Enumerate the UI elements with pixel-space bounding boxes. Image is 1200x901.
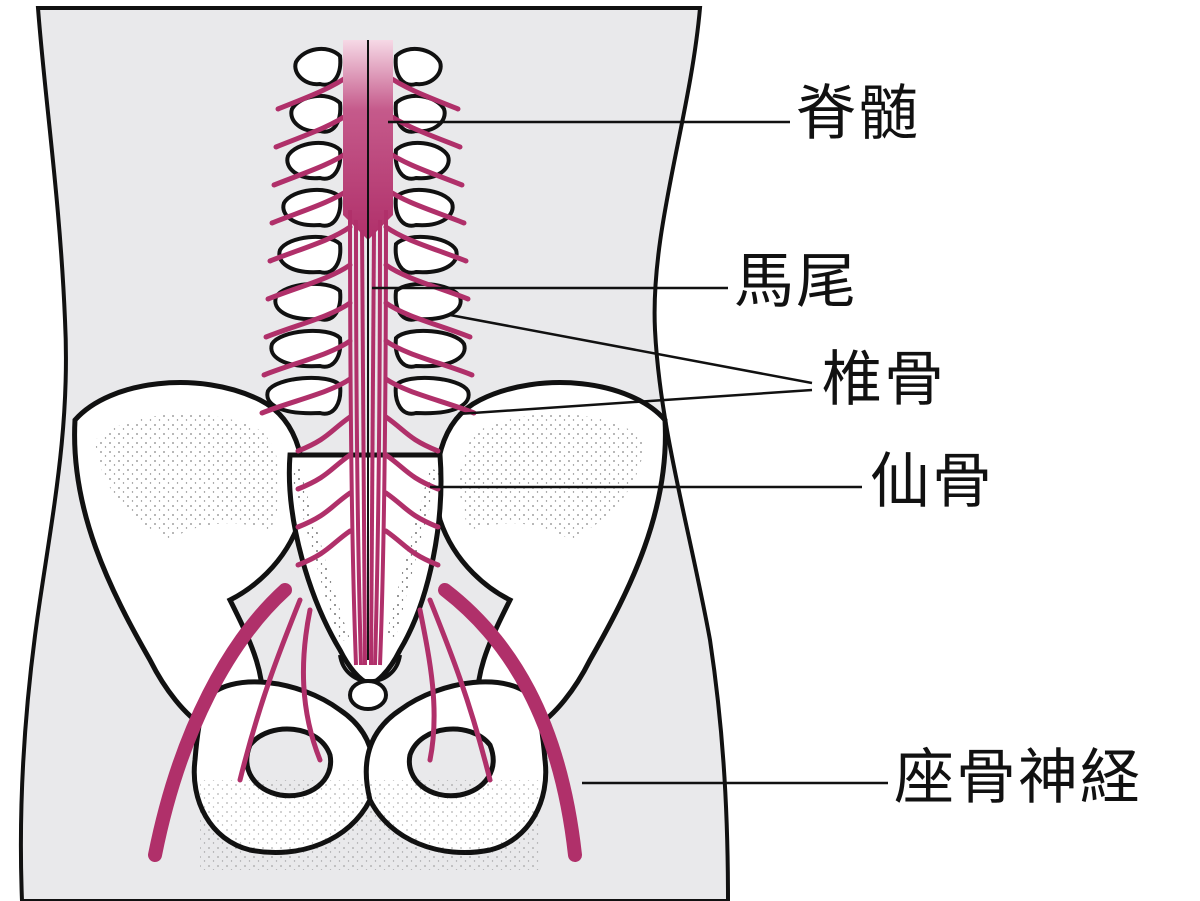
nerve-root-left-8 xyxy=(261,338,353,378)
vertebra-right-7 xyxy=(393,328,467,369)
nerve-root-right-10 xyxy=(383,414,441,454)
vertebrae xyxy=(265,46,471,416)
nerve-root-right-12 xyxy=(383,490,441,530)
leader-lines xyxy=(372,120,888,785)
label-sacrum: 仙骨 xyxy=(870,447,994,517)
nerve-root-left-13 xyxy=(295,528,353,568)
nerve-root-left-11 xyxy=(295,452,353,492)
nerve-root-left-12 xyxy=(295,490,353,530)
nerve-root-left-7 xyxy=(263,300,353,340)
nerve-root-left-6 xyxy=(265,262,353,302)
nerve-root-right-13 xyxy=(383,528,441,568)
label-cauda-equina: 馬尾 xyxy=(734,247,858,317)
nerve-root-right-7 xyxy=(383,300,473,340)
vertebra-left-1 xyxy=(293,46,343,87)
nerve-root-left-10 xyxy=(295,414,353,454)
nerve-root-right-5 xyxy=(383,224,469,264)
nerve-root-right-8 xyxy=(383,338,475,378)
vertebra-left-3 xyxy=(285,140,343,181)
vertebra-right-1 xyxy=(393,46,443,87)
vertebra-right-5 xyxy=(393,234,459,275)
nerve-root-left-5 xyxy=(267,224,353,264)
pelvis-lower xyxy=(191,679,549,870)
vertebra-right-3 xyxy=(393,140,451,181)
cauda-equina xyxy=(348,209,388,666)
vertebra-left-5 xyxy=(277,234,343,275)
label-vertebra: 椎骨 xyxy=(822,345,946,415)
spinal-nerves xyxy=(259,72,477,568)
label-sciatic-nerve: 座骨神経 xyxy=(894,743,1142,813)
vertebra-left-7 xyxy=(269,328,343,369)
nerve-root-right-9 xyxy=(383,376,477,416)
label-spinal-cord: 脊髄 xyxy=(796,79,920,149)
left-hip-bone xyxy=(72,380,307,739)
nerve-root-left-9 xyxy=(259,376,353,416)
nerve-root-right-6 xyxy=(383,262,471,302)
sciatic-nerves xyxy=(148,583,582,862)
